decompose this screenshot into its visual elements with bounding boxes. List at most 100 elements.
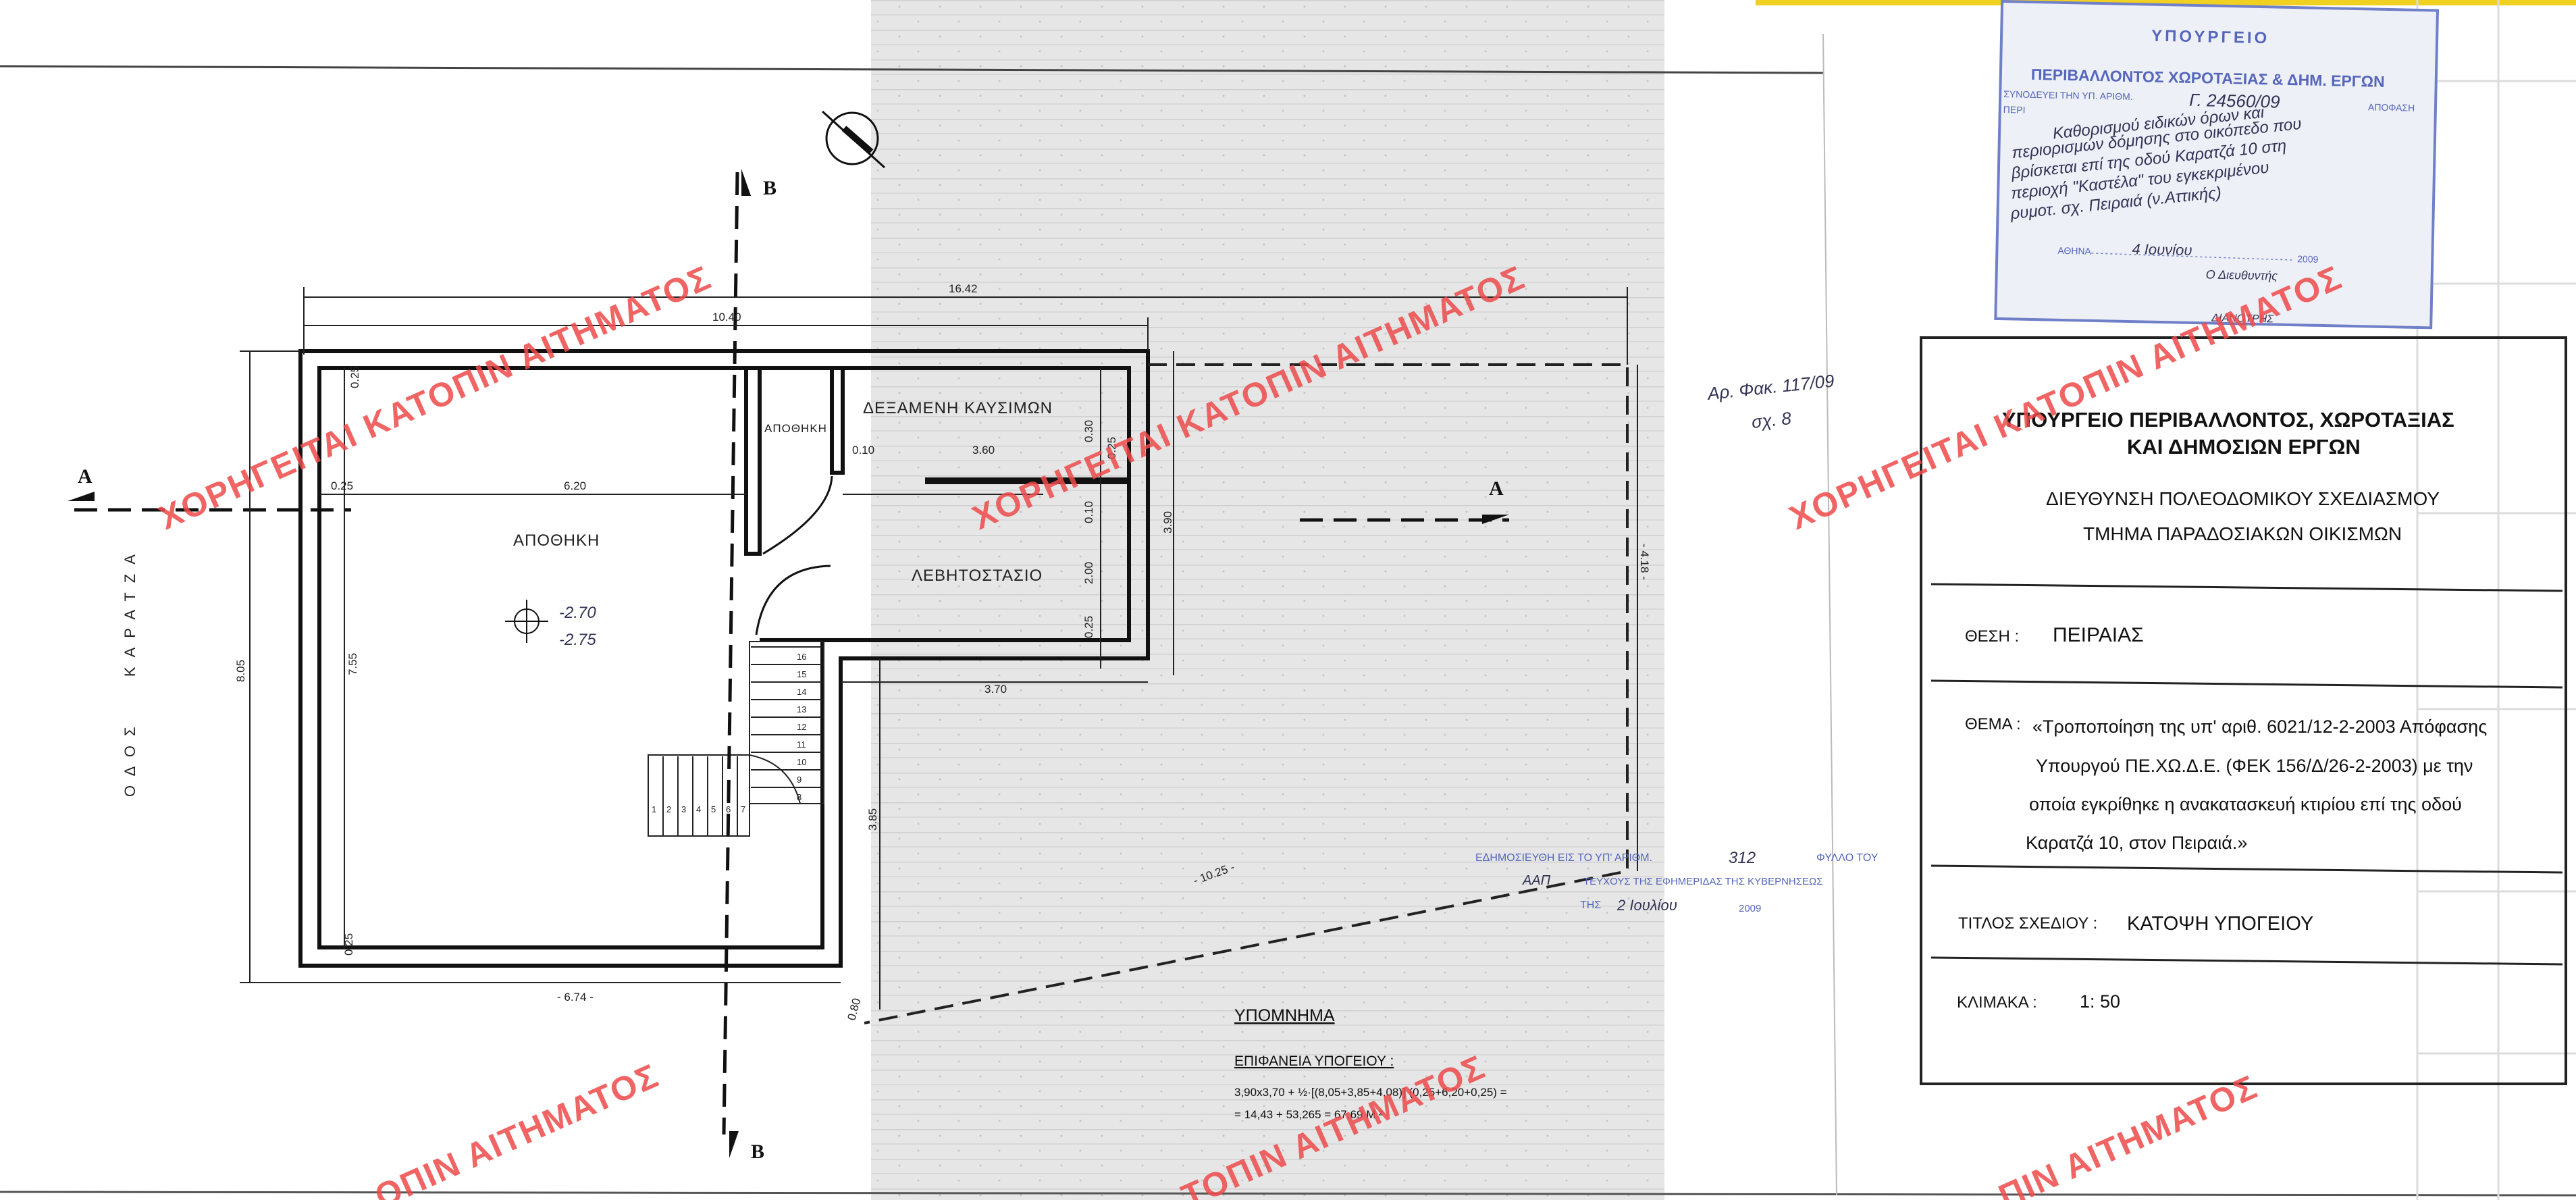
tb-scale-label: ΚΛΙΜΑΚΑ : xyxy=(1957,993,2037,1012)
section-arrow-b-bottom xyxy=(729,1131,739,1158)
section-label-a-left: A xyxy=(78,465,93,488)
dim-0-80: 0.80 xyxy=(845,997,864,1022)
dim-0-25-bottom: 0.25 xyxy=(342,933,355,956)
dim-0-30: 0.30 xyxy=(1082,420,1095,442)
stair-number: 7 xyxy=(741,804,745,814)
dim-2-00: 2.00 xyxy=(1082,562,1095,584)
stair-number: 4 xyxy=(696,804,701,814)
tb-subject-3: οποία εγκρίθηκε η ανακατασκευή κτιρίου ε… xyxy=(2029,794,2462,814)
level-marker xyxy=(505,600,548,643)
stamp-sign: ΔΙΑΝΟΤΡΗΣ xyxy=(2211,313,2274,325)
stamp-attached: ΣΥΝΟΔΕΥΕΙ ΤΗΝ ΥΠ. ΑΡΙΘΜ. xyxy=(2003,88,2133,102)
pub-number: 312 xyxy=(1729,849,1756,867)
pub-line3: ΤΗΣ xyxy=(1580,899,1601,911)
stair-number: 12 xyxy=(797,722,806,732)
tb-subject-4: Καρατζά 10, στον Πειραιά.» xyxy=(2026,833,2247,853)
pub-issue: ΑΑΠ xyxy=(1522,873,1551,888)
dimension-lines xyxy=(240,287,1638,1010)
section-arrow-a-right xyxy=(1482,515,1509,524)
room-storage-small: ΑΠΟΘΗΚΗ xyxy=(764,422,827,435)
tank-partition xyxy=(830,370,845,475)
approval-stamp: ΥΠΟΥΡΓΕΙΟ ΠΕΡΙΒΑΛΛΟΝΤΟΣ ΧΩΡΟΤΑΞΙΑΣ & ΔΗΜ… xyxy=(1994,0,2440,330)
dim-8-05: 8.05 xyxy=(234,660,247,682)
section-arrow-a-left xyxy=(68,492,95,501)
watermark-1: ΧΟΡΗΓΕΙΤΑΙ ΚΑΤΟΠΙΝ ΑΙΤΗΜΑΤΟΣ xyxy=(153,258,717,537)
dim-3-60: 3.60 xyxy=(972,444,995,456)
stair-number: 16 xyxy=(797,652,806,662)
stair-number: 6 xyxy=(726,804,731,814)
stair-number: 9 xyxy=(797,775,801,785)
tb-place-label: ΘΕΣΗ : xyxy=(1965,627,2019,646)
door-arc-stair xyxy=(755,565,831,635)
stamp-ministry: ΥΠΟΥΡΓΕΙΟ xyxy=(2151,27,2270,48)
dim-3-90: 3.90 xyxy=(1161,511,1174,533)
section-label-b-top: B xyxy=(763,177,777,199)
stamp-number: Γ. 24560/09 xyxy=(2189,90,2280,112)
room-storage-main: ΑΠΟΘΗΚΗ xyxy=(513,531,600,550)
folder-note-1: Αρ. Φακ. 117/09 xyxy=(1706,370,1835,404)
stair-number: 11 xyxy=(797,739,806,750)
dim-0-25-top: 0.25 xyxy=(348,366,361,388)
watermark-4: ΟΠΙΝ ΑΙΤΗΜΑΤΟΣ xyxy=(369,1056,664,1200)
legend: ΥΠΟΜΝΗΜΑ ΕΠΙΦΑΝΕΙΑ ΥΠΟΓΕΙΟΥ : 3,90x3,70 … xyxy=(1234,1006,1507,1121)
top-yellow-edge xyxy=(1756,0,2576,5)
tb-subject-1: «Τροποποίηση της υπ' αριθ. 6021/12-2-200… xyxy=(2032,716,2487,737)
pub-year: 2009 xyxy=(1739,903,1761,914)
tb-org1: ΥΠΟΥΡΓΕΙΟ ΠΕΡΙΒΑΛΛΟΝΤΟΣ, ΧΩΡΟΤΑΞΙΑΣ xyxy=(2002,408,2454,432)
page-edge-bottom xyxy=(0,1191,2576,1197)
pub-date: 2 Ιουλίου xyxy=(1616,897,1677,914)
stamp-decision: ΑΠΟΦΑΣΗ xyxy=(2368,101,2415,113)
tb-subject-label: ΘΕΜΑ : xyxy=(1965,715,2021,733)
dim-16-42: 16.42 xyxy=(949,282,978,295)
level-lower: -2.75 xyxy=(559,631,596,649)
stamp-director: Ο Διευθυντής xyxy=(2206,267,2278,282)
pub-line1b: ΦΥΛΛΟ ΤΟΥ xyxy=(1816,852,1878,864)
stair-number: 15 xyxy=(797,669,806,679)
stair-number: 10 xyxy=(797,757,806,767)
dim-0-10-a: 0.10 xyxy=(852,444,874,456)
scan-band xyxy=(871,0,1664,1200)
tb-dir1: ΔΙΕΥΘΥΝΣΗ ΠΟΛΕΟΔΟΜΙΚΟΥ ΣΧΕΔΙΑΣΜΟΥ xyxy=(2046,488,2440,509)
dim-7-55: 7.55 xyxy=(346,653,359,675)
dim-3-85: 3.85 xyxy=(866,808,879,831)
publication-stamp: ΕΔΗΜΟΣΙΕΥΘΗ ΕΙΣ ΤΟ ΥΠ' ΑΡΙΘΜ. 312 ΦΥΛΛΟ … xyxy=(1475,849,1878,914)
dim-0-25-left: 0.25 xyxy=(331,479,353,492)
section-label-b-bottom: B xyxy=(751,1141,764,1163)
stamp-athens: ΑΘΗΝΑ xyxy=(2057,245,2091,257)
stair-number: 2 xyxy=(666,804,671,814)
dim-6-20: 6.20 xyxy=(564,479,586,492)
stair-number: 14 xyxy=(797,687,806,697)
tb-drawing-label: ΤΙΤΛΟΣ ΣΧΕΔΙΟΥ : xyxy=(1958,914,2097,933)
legend-formula-1: 3,90x3,70 + ½·[(8,05+3,85+4,08)] (0,25+6… xyxy=(1234,1086,1507,1099)
legend-formula-2: = 14,43 + 53,265 = 67,69 M ² xyxy=(1234,1108,1383,1121)
staircase xyxy=(648,641,824,837)
room-boiler: ΛΕΒΗΤΟΣΤΑΣΙΟ xyxy=(912,567,1043,585)
ghost-table-right xyxy=(2416,0,2576,1200)
dim-0-10-b: 0.10 xyxy=(1082,501,1095,523)
room-fuel-tank: ΔΕΞΑΜΕΝΗ ΚΑΥΣΙΜΩΝ xyxy=(863,399,1053,417)
tb-subject-2: Υπουργού ΠΕ.ΧΩ.Δ.Ε. (ΦΕΚ 156/Δ/26-2-2003… xyxy=(2036,756,2473,776)
stamp-date: 4 Ιουνίου xyxy=(2132,240,2192,259)
dim-10-40: 10.40 xyxy=(712,311,741,323)
dim-6-74: - 6.74 - xyxy=(557,991,594,1003)
stamp-year: 2009 xyxy=(2297,253,2319,265)
dashed-plot-outline xyxy=(864,363,1629,1024)
dim-0-25-right: 0.25 xyxy=(1105,437,1118,459)
stamp-peri: ΠΕΡΙ xyxy=(2003,104,2026,115)
section-arrow-b-top xyxy=(741,169,751,196)
tb-drawing-title: ΚΑΤΟΨΗ ΥΠΟΓΕΙΟΥ xyxy=(2127,913,2313,935)
title-block: ΥΠΟΥΡΓΕΙΟ ΠΕΡΙΒΑΛΛΟΝΤΟΣ, ΧΩΡΟΤΑΞΙΑΣ ΚΑΙ … xyxy=(1920,336,2567,1085)
door-arc-storage xyxy=(762,475,833,555)
folder-note-2: σχ. 8 xyxy=(1750,408,1792,432)
street-label: ΟΔΟΣ ΚΑΡΑΤΖΑ xyxy=(122,545,138,797)
stair-number: 1 xyxy=(652,804,656,814)
stair-number: 5 xyxy=(711,804,716,814)
tb-dir2: ΤΜΗΜΑ ΠΑΡΑΔΟΣΙΑΚΩΝ ΟΙΚΙΣΜΩΝ xyxy=(2083,523,2402,544)
tb-place: ΠΕΙΡΑΙΑΣ xyxy=(2053,624,2144,646)
legend-area-label: ΕΠΙΦΑΝΕΙΑ ΥΠΟΓΕΙΟΥ : xyxy=(1234,1053,1394,1069)
tb-scale: 1: 50 xyxy=(2080,991,2120,1012)
pub-line1: ΕΔΗΜΟΣΙΕΥΘΗ ΕΙΣ ΤΟ ΥΠ' ΑΡΙΘΜ. xyxy=(1475,852,1652,864)
